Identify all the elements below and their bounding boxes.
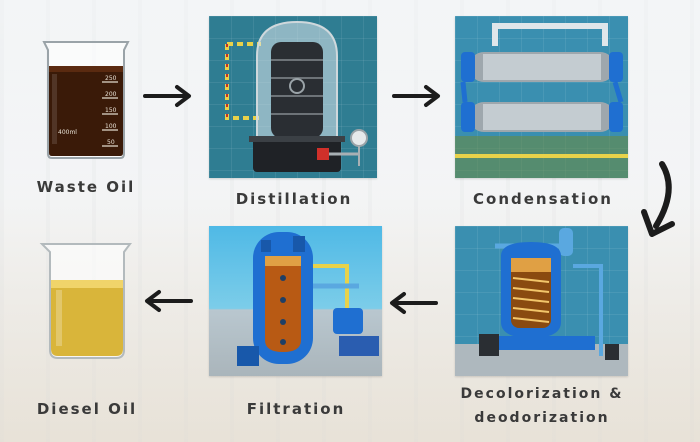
beaker-mark: 250 [105,75,117,82]
decolorization-image [455,226,628,376]
beaker-mark: 200 [105,91,117,98]
distillation-image [209,16,377,178]
arrow-right-icon [392,85,440,107]
label-distillation: Distillation [235,190,353,208]
label-filtration: Filtration [246,400,346,418]
arrow-left-icon [145,290,193,312]
label-decolorization-line2: deodorization [474,410,610,426]
beaker-volume: 400ml [58,129,77,136]
label-waste-oil: Waste Oil [36,178,136,196]
beaker-mark: 100 [105,123,117,130]
arrow-right-icon [143,85,191,107]
label-decolorization-line1: Decolorization & [460,386,624,402]
arrow-left-icon [390,292,438,314]
diesel-oil-beaker-icon [39,243,132,359]
beaker-mark: 150 [105,107,117,114]
filtration-image [209,226,382,376]
condensation-image [455,16,628,178]
beaker-mark: 50 [107,139,115,146]
curved-arrow-down-icon [641,161,675,237]
label-condensation: Condensation [473,190,613,208]
label-diesel-oil: Diesel Oil [36,400,138,418]
waste-oil-beaker-icon: 250 200 150 100 50 400ml [42,41,130,159]
